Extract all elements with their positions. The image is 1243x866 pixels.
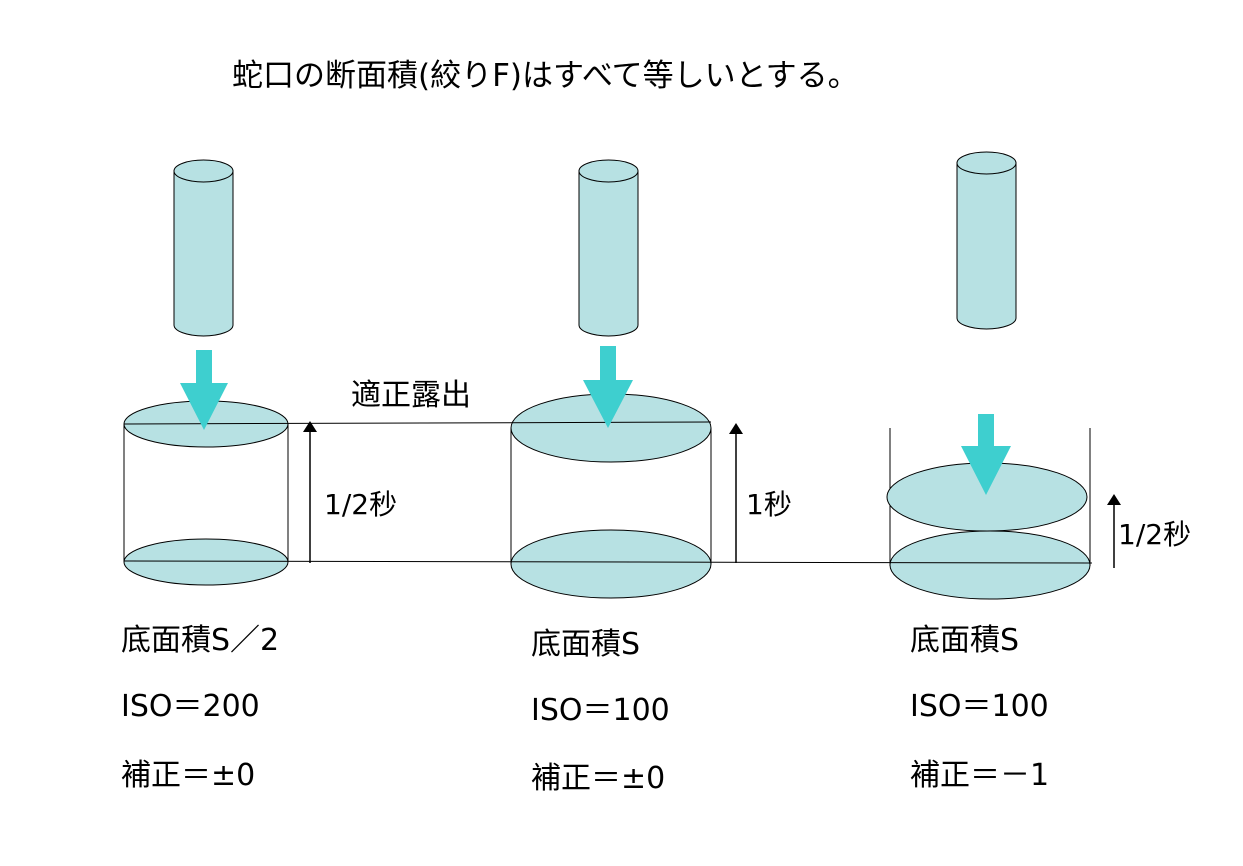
pour-arrow-middle: [583, 346, 633, 428]
exposure-level-label: 適正露出: [351, 378, 471, 413]
area-label-left: 底面積S／2: [121, 623, 280, 658]
container-right-water-bottom: [889, 530, 1091, 600]
time-label-middle: 1秒: [746, 488, 792, 521]
time-label-right: 1/2秒: [1118, 518, 1192, 551]
faucet-middle-body: [578, 170, 639, 337]
faucet-middle-top: [578, 159, 639, 183]
area-label-right: 底面積S: [910, 623, 1020, 658]
comp-label-left: 補正＝±0: [121, 758, 256, 793]
faucet-right-top: [956, 151, 1017, 175]
time-label-left: 1/2秒: [324, 488, 398, 521]
iso-label-left: ISO＝200: [121, 689, 260, 724]
faucet-right-body: [956, 162, 1017, 330]
faucet-left: [173, 159, 234, 337]
faucet-middle: [578, 159, 639, 337]
iso-label-middle: ISO＝100: [531, 693, 670, 728]
time-arrow-right: [1107, 494, 1121, 568]
iso-label-right: ISO＝100: [910, 689, 1049, 724]
time-arrow-middle: [729, 423, 743, 563]
page-title: 蛇口の断面積(絞りF)はすべて等しいとする。: [232, 58, 859, 94]
comp-label-middle: 補正＝±0: [531, 761, 666, 796]
container-left: [123, 400, 289, 586]
area-label-middle: 底面積S: [531, 627, 641, 662]
container-right: [886, 428, 1091, 600]
container-left-water-bottom: [123, 538, 289, 586]
faucet-left-top: [173, 159, 234, 183]
comp-label-right: 補正＝－1: [910, 758, 1050, 793]
faucet-right: [956, 151, 1017, 330]
pour-arrow-right: [961, 414, 1011, 495]
container-middle: [510, 393, 712, 599]
time-arrow-left: [303, 421, 317, 563]
pour-arrow-left: [180, 350, 228, 430]
base-line: [123, 560, 1093, 564]
exposure-level-line: [123, 421, 712, 425]
faucet-left-body: [173, 170, 234, 337]
container-middle-water-bottom: [510, 529, 712, 599]
